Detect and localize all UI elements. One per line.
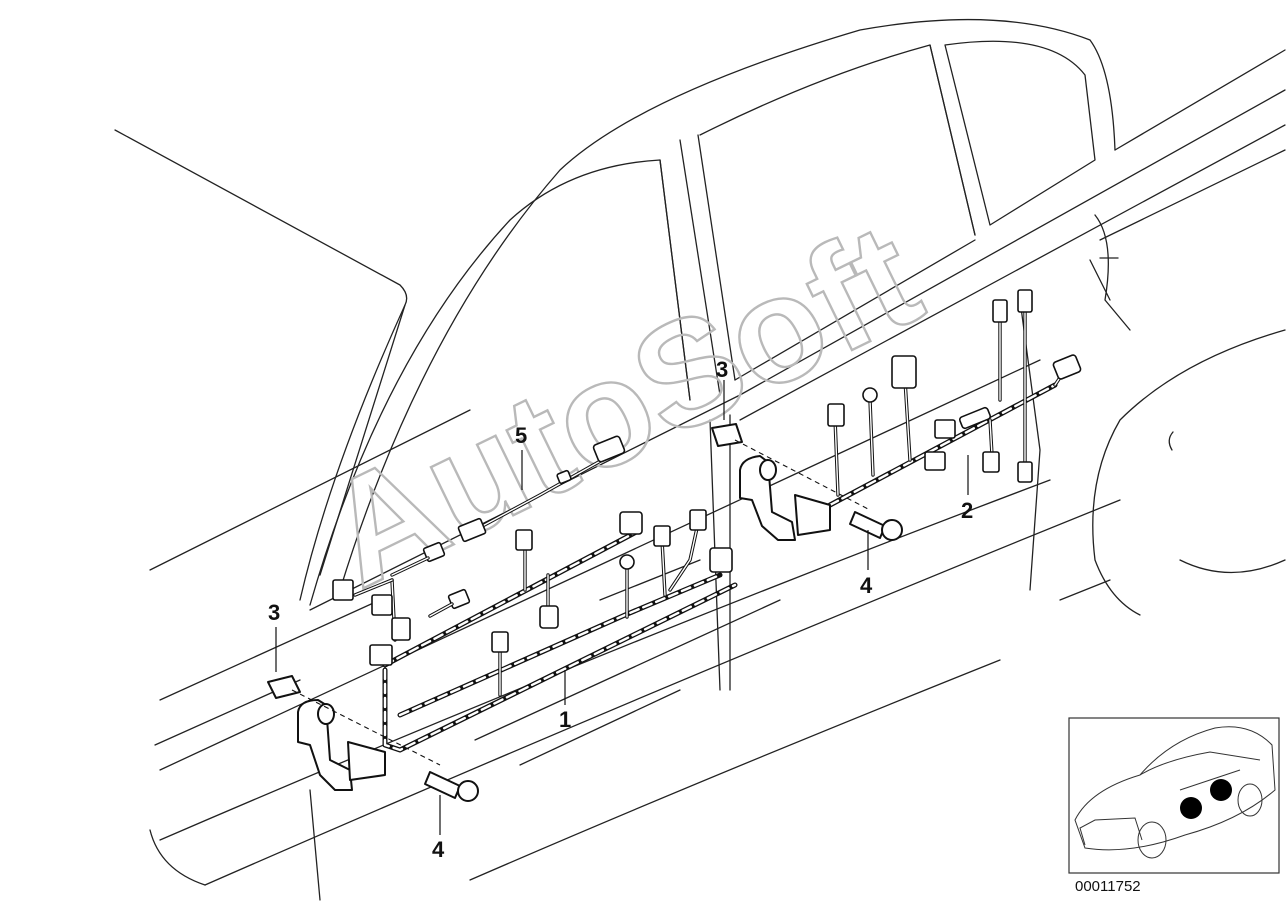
vehicle-locator-thumbnail xyxy=(1068,717,1280,874)
rear-grommet-assembly xyxy=(711,423,903,541)
car-body-outline xyxy=(114,18,1286,901)
callout-3-front: 3 xyxy=(268,600,280,625)
connector-icon xyxy=(1052,354,1082,380)
connector-icon xyxy=(1017,289,1033,313)
callout-1: 1 xyxy=(559,707,571,732)
connector-icon xyxy=(958,406,992,430)
connector-icon xyxy=(371,594,393,616)
connector-icon xyxy=(619,511,643,535)
leader-lines xyxy=(275,380,969,835)
cable-5 xyxy=(457,435,626,543)
connector-icon xyxy=(491,631,509,653)
connector-icon xyxy=(515,529,533,551)
connector-icon xyxy=(992,299,1008,323)
location-marker-icon xyxy=(1210,779,1232,801)
connector-icon xyxy=(689,509,707,531)
callout-3-rear: 3 xyxy=(716,357,728,382)
connector-icon xyxy=(924,451,946,471)
callout-4-rear: 4 xyxy=(860,573,873,598)
callout-2: 2 xyxy=(961,498,973,523)
front-grommet-assembly xyxy=(267,675,479,802)
connector-icon xyxy=(592,435,626,463)
rear-door-wiring-harness xyxy=(827,289,1082,508)
connector-icon xyxy=(391,617,411,641)
callout-4-front: 4 xyxy=(432,837,445,862)
connector-icon xyxy=(709,547,733,573)
connector-icon xyxy=(1017,461,1033,483)
connector-icon xyxy=(556,469,572,485)
connector-icon xyxy=(539,605,559,629)
connector-icon xyxy=(982,451,1000,473)
connector-icon xyxy=(369,644,393,666)
location-marker-icon xyxy=(1180,797,1202,819)
sensor-icon xyxy=(619,554,635,570)
sensor-icon xyxy=(862,387,878,403)
catalog-number: 00011752 xyxy=(1075,878,1141,895)
connector-icon xyxy=(934,419,956,439)
connector-icon xyxy=(891,355,917,389)
connector-icon xyxy=(332,579,354,601)
front-door-wiring-harness xyxy=(332,509,738,753)
connector-icon xyxy=(827,403,845,427)
connector-icon xyxy=(653,525,671,547)
connector-icon xyxy=(447,588,471,610)
callout-5: 5 xyxy=(515,423,527,448)
connector-icon xyxy=(457,517,487,543)
